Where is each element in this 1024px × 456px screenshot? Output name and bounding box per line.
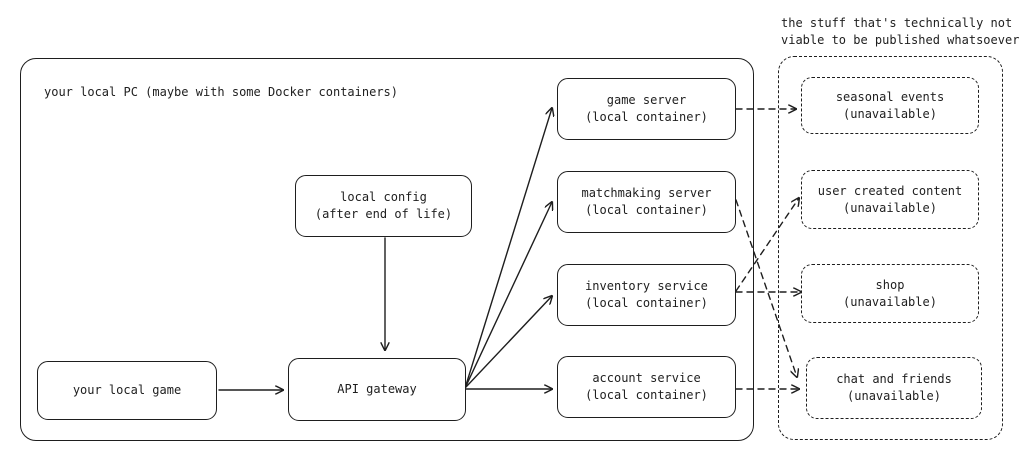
edge-inventory-to-ugc bbox=[735, 198, 799, 292]
inventory-service-node: inventory service (local container) bbox=[557, 264, 736, 326]
api-gateway-label: API gateway bbox=[337, 382, 417, 396]
shop-node: shop (unavailable) bbox=[801, 264, 979, 323]
shop-line2: (unavailable) bbox=[843, 294, 937, 309]
local-config-line2: (after end of life) bbox=[314, 207, 453, 221]
matchmaking-server-line2: (local container) bbox=[585, 203, 708, 217]
user-created-content-line2: (unavailable) bbox=[843, 200, 937, 215]
chat-and-friends-line1: chat and friends bbox=[836, 372, 952, 386]
matchmaking-server-node: matchmaking server (local container) bbox=[557, 171, 736, 233]
game-server-line1: game server bbox=[606, 93, 687, 107]
chat-and-friends-node: chat and friends (unavailable) bbox=[806, 357, 982, 419]
account-service-line1: account service bbox=[592, 371, 701, 385]
seasonal-events-line2: (unavailable) bbox=[843, 106, 937, 121]
user-created-content-node: user created content (unavailable) bbox=[801, 170, 979, 229]
local-game-label: your local game bbox=[72, 383, 182, 397]
matchmaking-server-line1: matchmaking server bbox=[581, 186, 712, 200]
unpublishable-title-line1: the stuff that's technically not bbox=[781, 16, 1013, 30]
game-server-node: game server (local container) bbox=[557, 78, 736, 140]
chat-and-friends-line2: (unavailable) bbox=[847, 389, 941, 403]
game-server-line2: (local container) bbox=[585, 110, 708, 124]
local-config-line1: local config bbox=[340, 190, 427, 204]
local-game-node: your local game bbox=[37, 361, 217, 420]
seasonal-events-node: seasonal events (unavailable) bbox=[801, 77, 979, 134]
local-config-node: local config (after end of life) bbox=[295, 175, 472, 237]
unpublishable-title-line2: viable to be published whatsoever bbox=[781, 33, 1020, 47]
edge-gateway-to-matchmaking bbox=[465, 202, 552, 387]
edge-matchmaking-to-chat bbox=[735, 199, 797, 377]
user-created-content-line1: user created content bbox=[817, 183, 963, 198]
account-service-node: account service (local container) bbox=[557, 356, 736, 418]
local-pc-label: your local PC (maybe with some Docker co… bbox=[44, 85, 399, 99]
edge-gateway-to-game-server bbox=[465, 108, 552, 386]
inventory-service-line2: (local container) bbox=[585, 296, 708, 310]
shop-line1: shop bbox=[875, 277, 905, 292]
api-gateway-node: API gateway bbox=[288, 358, 466, 421]
seasonal-events-line1: seasonal events bbox=[835, 89, 945, 104]
edge-gateway-to-inventory bbox=[465, 296, 552, 388]
inventory-service-line1: inventory service bbox=[585, 279, 708, 293]
account-service-line2: (local container) bbox=[585, 388, 708, 402]
